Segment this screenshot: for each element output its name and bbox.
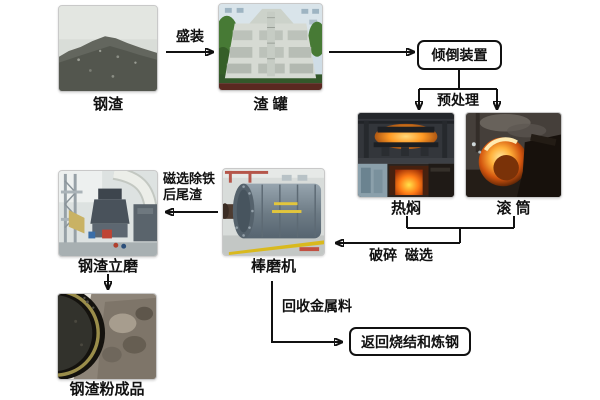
rotary-drum-photo [465,112,562,198]
return-to-steelmaking-label: 返回烧结和炼钢 [361,333,459,350]
edge-label-pretreatment: 预处理 [437,92,479,108]
caption-hot-braising: 热焖 [390,200,421,217]
hot-braising-photo [357,112,455,198]
caption-rod-mill: 棒磨机 [250,258,296,275]
vertical-mill-image [59,171,157,256]
slag-powder-photo [57,293,157,380]
caption-vertical-mill: 钢渣立磨 [77,258,138,275]
caption-slag-powder: 钢渣粉成品 [69,381,145,398]
steel-slag-image [59,6,157,91]
edge-label-crushing-magnetic: 破碎 磁选 [369,247,433,263]
edge-label-loading: 盛装 [176,28,204,44]
rod-mill-image [223,169,324,255]
caption-slag-pot: 渣 罐 [253,96,288,113]
return-to-steelmaking-box: 返回烧结和炼钢 [349,327,471,356]
slag-pot-image [219,4,322,90]
dump-device-box: 倾倒装置 [417,40,502,70]
slag-powder-image [58,294,156,379]
edge-label-magnetic-tail-line2: 后尾渣 [163,187,203,202]
edge-label-recovered-metal: 回收金属料 [282,298,352,314]
rotary-drum-image [466,113,561,197]
slag-pot-photo [218,3,323,91]
steel-slag-photo [58,5,158,92]
hot-braising-image [358,113,454,197]
rod-mill-photo [222,168,325,256]
caption-steel-slag: 钢渣 [92,96,123,113]
dump-device-label: 倾倒装置 [431,47,488,63]
connector-merge-to-rod-mill [335,216,515,243]
caption-rotary-drum: 滚 筒 [496,200,531,217]
edge-label-magnetic-tail-line1: 磁选除铁 [163,171,216,186]
vertical-mill-photo [58,170,158,257]
